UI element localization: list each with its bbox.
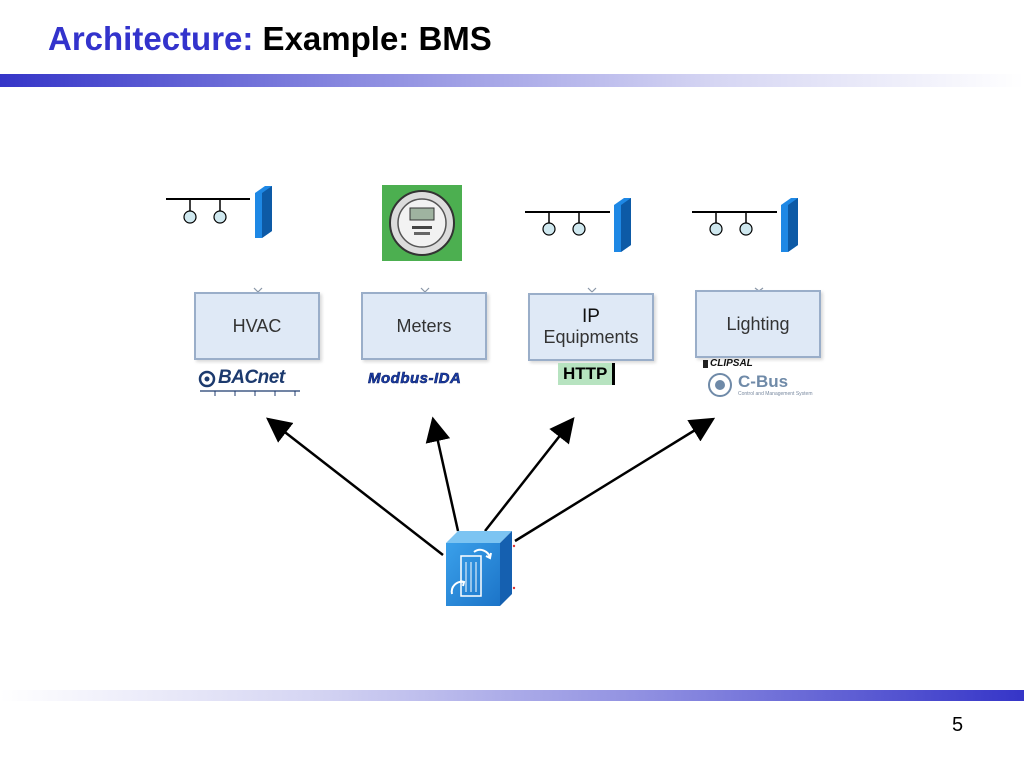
meters-box: Meters <box>361 292 487 360</box>
arrow-to-meters <box>425 416 460 532</box>
footer-divider-bar <box>0 690 1024 701</box>
arrows <box>266 416 716 556</box>
cbus-logo-icon <box>703 360 732 397</box>
page-number: 5 <box>952 714 964 736</box>
ip-label-line1: IP <box>582 306 600 327</box>
power-meter-icon <box>382 185 462 261</box>
http-protocol-badge: HTTP <box>558 363 616 385</box>
clipsal-brand-label: CLIPSAL <box>710 358 753 369</box>
connector-ticks <box>253 287 764 293</box>
page-title: Architecture: Example: BMS <box>48 20 492 58</box>
arrow-to-lighting <box>514 417 716 543</box>
cbus-protocol-label: C-Bus <box>738 372 789 391</box>
bacnet-logo-icon <box>198 370 300 396</box>
cbus-tagline: Control and Management System <box>738 391 813 397</box>
header-divider-bar <box>0 74 1024 87</box>
lighting-firewall-icon <box>781 198 798 252</box>
arrow-to-ip <box>484 417 575 532</box>
modbus-protocol-label: Modbus-IDA <box>368 370 462 388</box>
ip-label-line2: Equipments <box>543 327 639 347</box>
hvac-network-bus-icon <box>166 198 250 224</box>
ip-network-bus-icon <box>525 211 610 236</box>
bacnet-protocol-label: BACnet <box>218 367 285 388</box>
ip-equipments-box: IP Equipments <box>528 293 654 361</box>
arrow-to-hvac <box>266 417 444 556</box>
ip-firewall-icon <box>614 198 631 252</box>
meters-label: Meters <box>396 315 452 336</box>
hvac-firewall-icon <box>255 186 272 238</box>
building-management-server-icon <box>446 531 516 606</box>
lighting-box: Lighting <box>695 290 821 358</box>
hvac-box: HVAC <box>194 292 320 360</box>
title-accent: Architecture: <box>48 20 254 57</box>
title-rest: Example: BMS <box>253 20 492 57</box>
hvac-label: HVAC <box>232 315 282 336</box>
lighting-label: Lighting <box>726 313 790 334</box>
lighting-network-bus-icon <box>692 211 777 236</box>
